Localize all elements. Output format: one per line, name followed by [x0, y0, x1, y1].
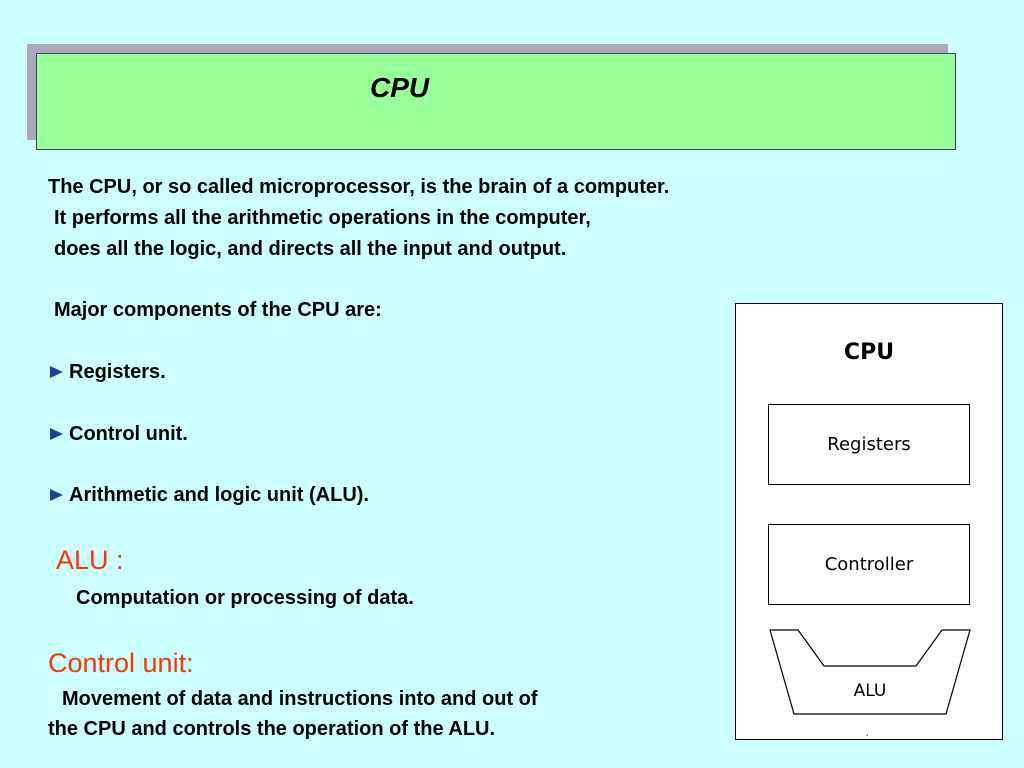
control-unit-heading: Control unit: — [48, 648, 194, 678]
registers-block: Registers — [768, 404, 970, 485]
component-item-control-unit: Control unit. — [50, 423, 188, 446]
controller-label: Controller — [824, 554, 914, 575]
alu-label: ALU — [854, 681, 887, 701]
slide-title: CPU — [370, 72, 430, 103]
controller-block: Controller — [768, 524, 970, 605]
component-item-alu: Arithmetic and logic unit (ALU). — [50, 484, 369, 507]
diagram-title: CPU — [843, 340, 895, 365]
bullet-arrow-icon — [50, 365, 63, 378]
footer-mark: · — [865, 726, 870, 742]
component-label: Control unit. — [69, 423, 188, 445]
control-unit-description-line-2: the CPU and controls the operation of th… — [48, 718, 496, 740]
control-unit-description-line-1: Movement of data and instructions into a… — [62, 688, 538, 710]
alu-shape: ALU — [769, 629, 971, 715]
component-item-registers: Registers. — [50, 361, 166, 384]
components-heading: Major components of the CPU are: — [54, 299, 382, 321]
title-box — [36, 53, 956, 150]
cpu-diagram: CPU Registers Controller ALU — [735, 303, 1003, 740]
bullet-arrow-icon — [50, 427, 63, 440]
bullet-arrow-icon — [50, 488, 63, 501]
component-label: Registers. — [69, 361, 166, 383]
intro-line-1: The CPU, or so called microprocessor, is… — [48, 176, 670, 198]
component-label: Arithmetic and logic unit (ALU). — [69, 484, 369, 506]
registers-label: Registers — [827, 434, 911, 455]
intro-line-2: It performs all the arithmetic operation… — [54, 207, 591, 229]
alu-heading: ALU : — [56, 545, 124, 575]
alu-description: Computation or processing of data. — [76, 587, 414, 609]
intro-line-3: does all the logic, and directs all the … — [54, 238, 567, 260]
